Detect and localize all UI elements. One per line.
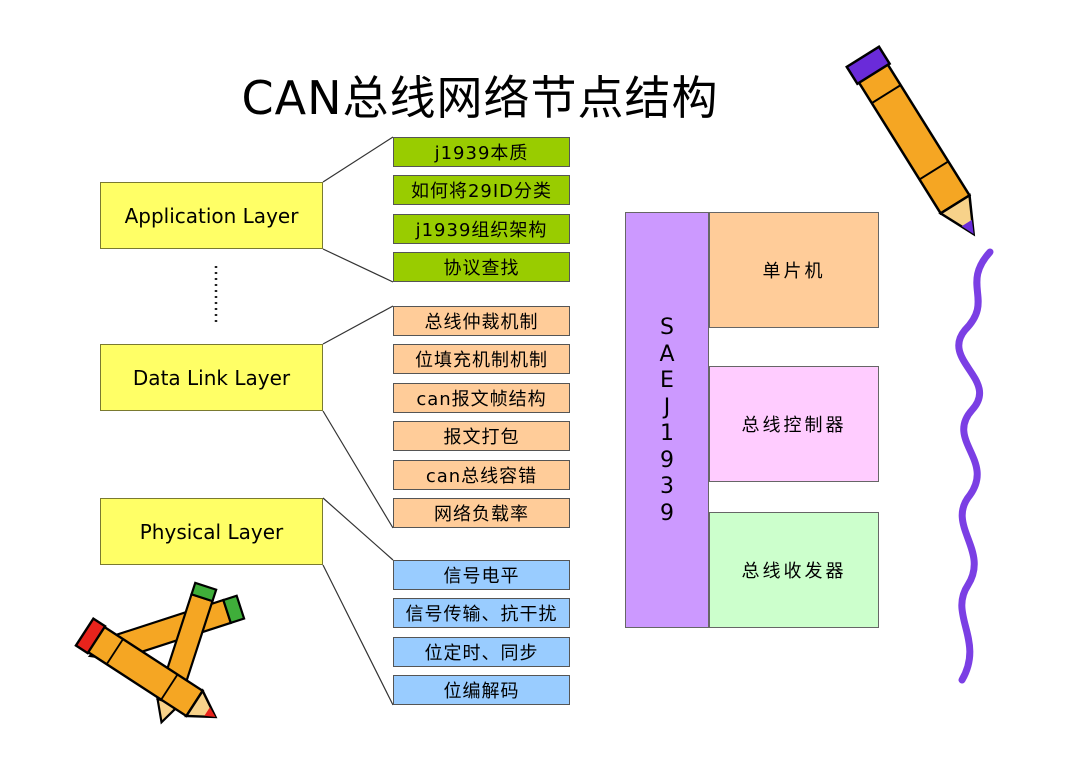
layer-physical: Physical Layer [100,498,323,565]
topic-packing: 报文打包 [393,421,570,451]
standard-char: A [659,341,675,367]
topic-bit-coding: 位编解码 [393,675,570,705]
layer-data-link: Data Link Layer [100,344,323,411]
sae-j1939-bar: S A E J 1 9 3 9 [625,212,709,628]
topic-frame-structure: can报文帧结构 [393,383,570,413]
topic-bus-load: 网络负载率 [393,498,570,528]
topic-j1939-essence: j1939本质 [393,137,570,167]
squiggle-decoration [955,248,994,684]
topic-bit-stuffing: 位填充机制机制 [393,344,570,374]
topic-signal-transmission: 信号传输、抗干扰 [393,598,570,628]
topic-arbitration: 总线仲裁机制 [393,306,570,336]
component-bus-controller: 总线控制器 [709,366,879,482]
crayon-icon [74,616,218,719]
topic-fault-tolerance: can总线容错 [393,460,570,490]
topic-29id-classification: 如何将29ID分类 [393,175,570,205]
standard-char: E [660,368,674,393]
topic-bit-timing: 位定时、同步 [393,637,570,667]
component-mcu: 单片机 [709,212,879,328]
standard-char: J [663,394,671,420]
component-bus-transceiver: 总线收发器 [709,512,879,628]
page-title: CAN总线网络节点结构 [241,71,719,125]
standard-char: 1 [660,421,674,446]
topic-j1939-architecture: j1939组织架构 [393,214,570,244]
topic-signal-level: 信号电平 [393,560,570,590]
standard-char: S [660,315,674,340]
standard-char: 3 [660,474,674,499]
crayon-icon [845,45,976,237]
standard-char: 9 [660,447,674,473]
topic-protocol-lookup: 协议查找 [393,252,570,282]
standard-char: 9 [660,500,674,526]
layer-application: Application Layer [100,182,323,249]
